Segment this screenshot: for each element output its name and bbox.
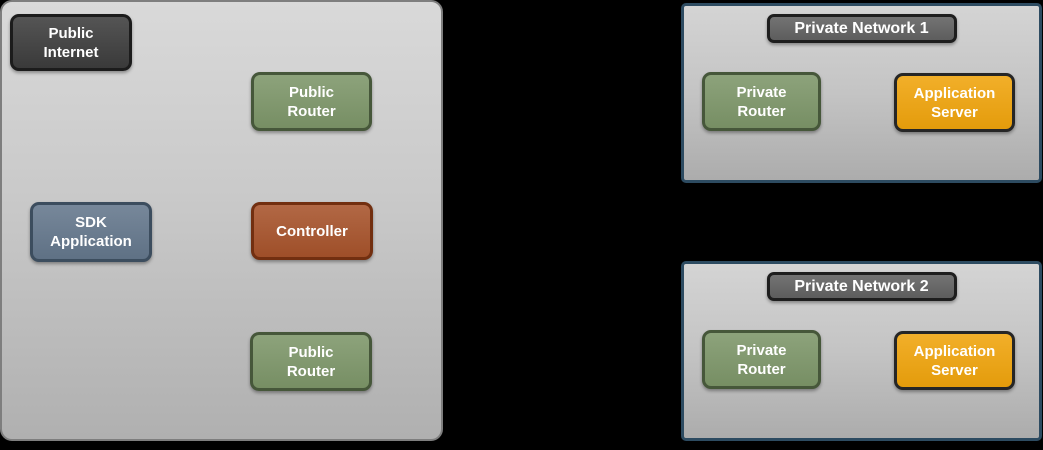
- private-network-2-title: Private Network 2: [766, 272, 957, 301]
- private-network-2-zone: Private Network 2 Private Router Applica…: [681, 261, 1042, 441]
- private-network-1-title: Private Network 1: [766, 14, 957, 43]
- public-router-top-node: Public Router: [251, 72, 372, 131]
- private-network-1-application-server-node: Application Server: [894, 73, 1015, 132]
- public-internet-node: Public Internet: [10, 14, 132, 71]
- private-network-1-zone: Private Network 1 Private Router Applica…: [681, 3, 1042, 183]
- private-network-2-application-server-node: Application Server: [894, 331, 1015, 390]
- private-network-2-private-router-node: Private Router: [702, 330, 821, 389]
- public-router-bottom-node: Public Router: [250, 332, 372, 391]
- controller-node: Controller: [251, 202, 373, 260]
- public-zone: Public Internet Public Router SDK Applic…: [0, 0, 443, 441]
- private-network-1-private-router-node: Private Router: [702, 72, 821, 131]
- sdk-application-node: SDK Application: [30, 202, 152, 262]
